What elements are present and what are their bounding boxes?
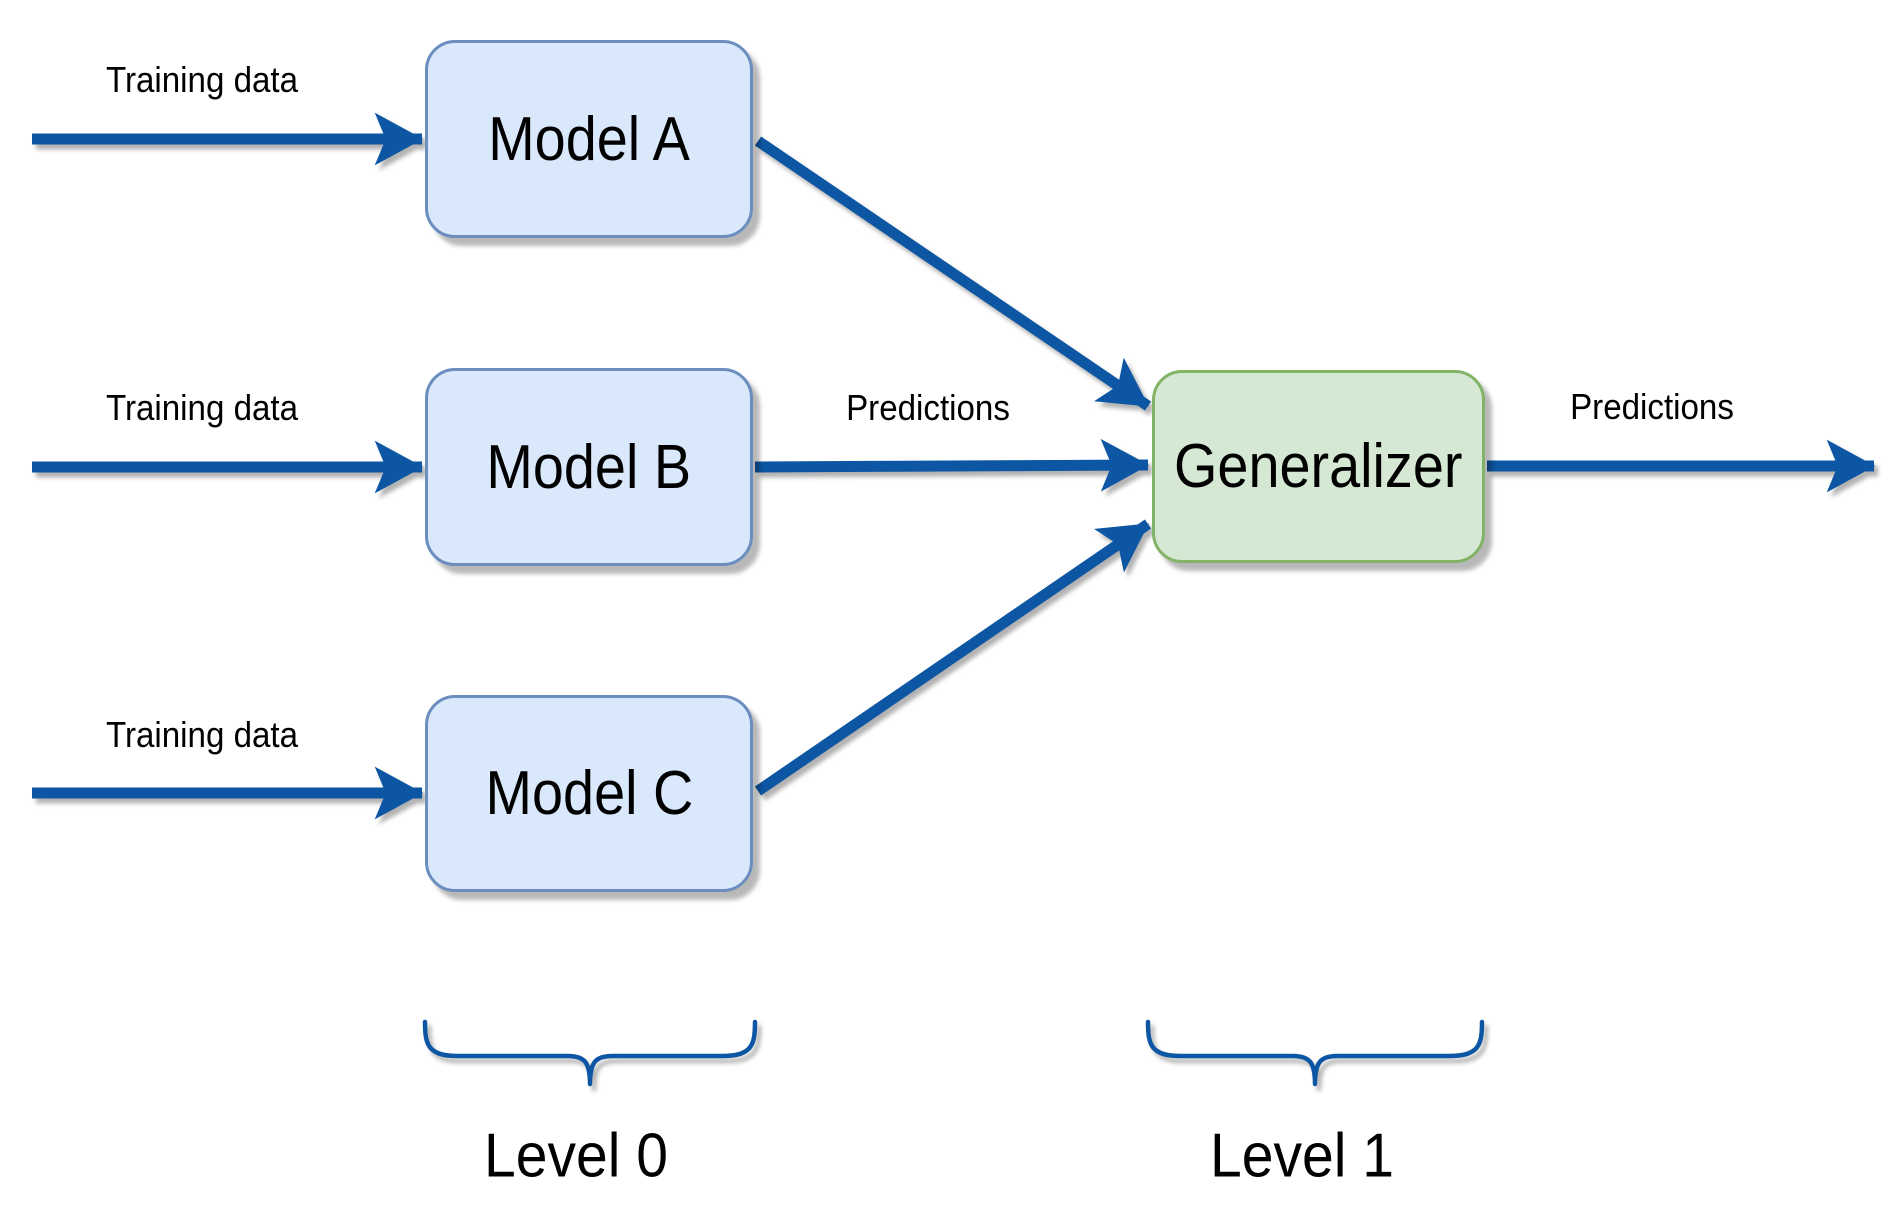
training-data-label-c: Training data (105, 714, 299, 755)
model-a-label: Model A (488, 104, 690, 174)
model-c-node: Model C (425, 695, 753, 892)
predictions-label-output: Predictions (1570, 386, 1734, 427)
arrow-model-a-to-generalizer (754, 136, 1152, 411)
generalizer-node: Generalizer (1152, 370, 1485, 563)
training-data-label-b: Training data (105, 387, 299, 428)
model-a-node: Model A (425, 40, 753, 238)
level-1-brace (1145, 1019, 1485, 1087)
level-0-brace (422, 1019, 758, 1087)
model-b-label: Model B (486, 432, 692, 502)
training-data-label-a: Training data (105, 59, 299, 100)
model-b-node: Model B (425, 368, 753, 566)
arrow-model-c-to-generalizer (754, 519, 1152, 796)
level-0-label: Level 0 (484, 1121, 668, 1191)
arrow-model-b-to-generalizer (754, 438, 1150, 492)
predictions-label-mid: Predictions (846, 387, 1010, 428)
level-1-label: Level 1 (1210, 1121, 1394, 1191)
generalizer-label: Generalizer (1174, 432, 1463, 501)
model-c-label: Model C (485, 759, 693, 828)
